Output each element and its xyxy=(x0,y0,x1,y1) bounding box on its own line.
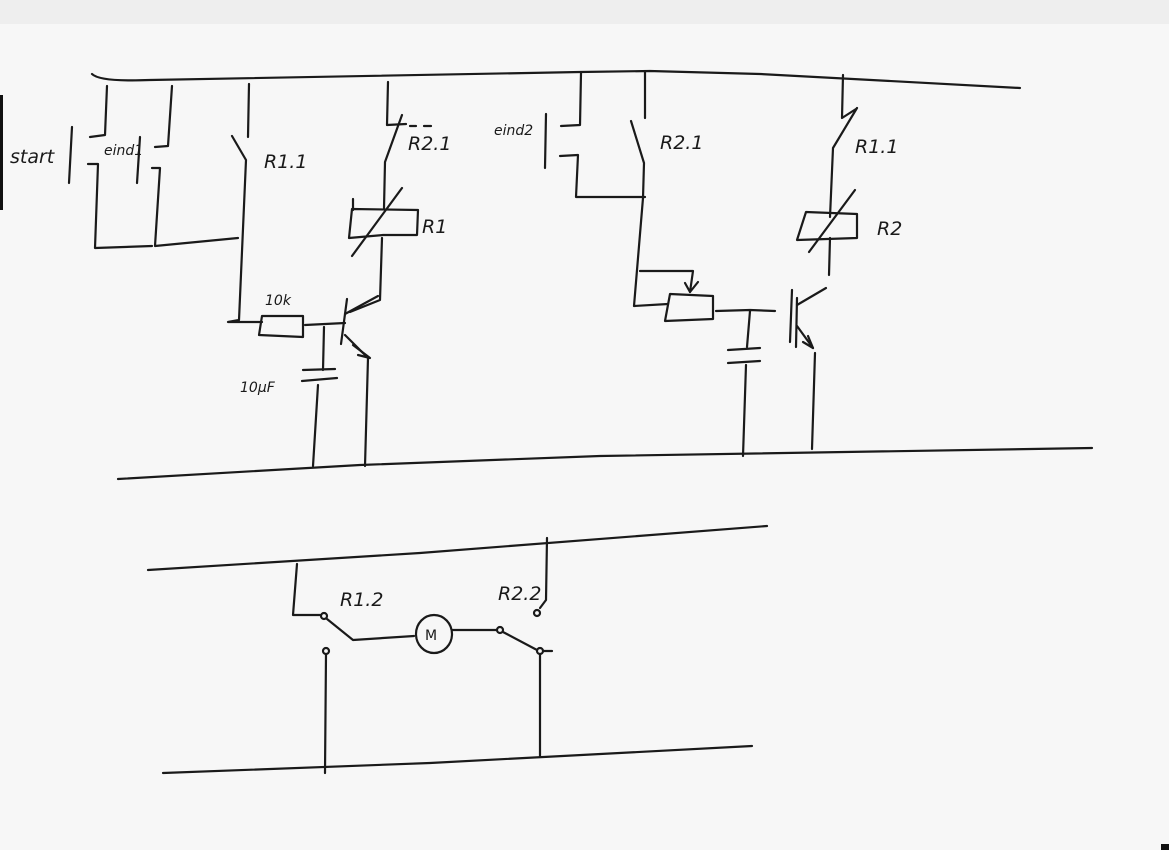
lower-supply-rail xyxy=(146,524,769,572)
eind2-switch xyxy=(543,71,647,199)
transistor-2 xyxy=(788,286,828,451)
resistor-label: 10k xyxy=(265,293,292,309)
top-ground-rail xyxy=(116,446,1094,481)
r2-coil-label: R2 xyxy=(877,218,902,240)
r1-1-left-label: R1.1 xyxy=(264,151,307,173)
r1-1-contact-left xyxy=(226,82,264,324)
capacitor-label: 10µF xyxy=(240,380,276,396)
r1-2-changeover-contact xyxy=(291,562,416,775)
lower-ground-rail xyxy=(161,744,754,775)
start-button-switch xyxy=(67,84,154,250)
resistor-10k xyxy=(257,314,347,339)
scan-band xyxy=(0,0,1169,24)
r1-1-right-label: R1.1 xyxy=(855,136,898,158)
r2-2-changeover-contact xyxy=(495,536,554,758)
r1-2-label: R1.2 xyxy=(340,589,383,611)
top-supply-rail xyxy=(90,69,1022,90)
capacitor-10uf xyxy=(300,325,339,468)
r1-coil-label: R1 xyxy=(422,216,447,238)
eind1-label: eind1 xyxy=(104,143,143,159)
potentiometer xyxy=(638,269,777,323)
r2-1-mid-label: R2.1 xyxy=(660,132,703,154)
r2-1-contact-mid xyxy=(629,70,670,308)
r1-relay-coil xyxy=(347,186,420,314)
scan-edge xyxy=(0,95,3,210)
scan-corner xyxy=(1161,844,1169,850)
motor-label: M xyxy=(425,628,437,644)
r2-1-contact-top xyxy=(382,80,433,210)
capacitor-2 xyxy=(726,309,762,458)
r2-relay-coil xyxy=(795,188,859,277)
r1-1-contact-right xyxy=(828,73,859,219)
transistor-1 xyxy=(339,294,380,468)
r2-1-top-label: R2.1 xyxy=(408,133,451,155)
motor: M xyxy=(414,613,499,655)
eind2-label: eind2 xyxy=(494,123,533,139)
eind1-switch xyxy=(135,84,240,248)
start-label: start xyxy=(10,146,56,168)
r2-2-label: R2.2 xyxy=(498,583,541,605)
